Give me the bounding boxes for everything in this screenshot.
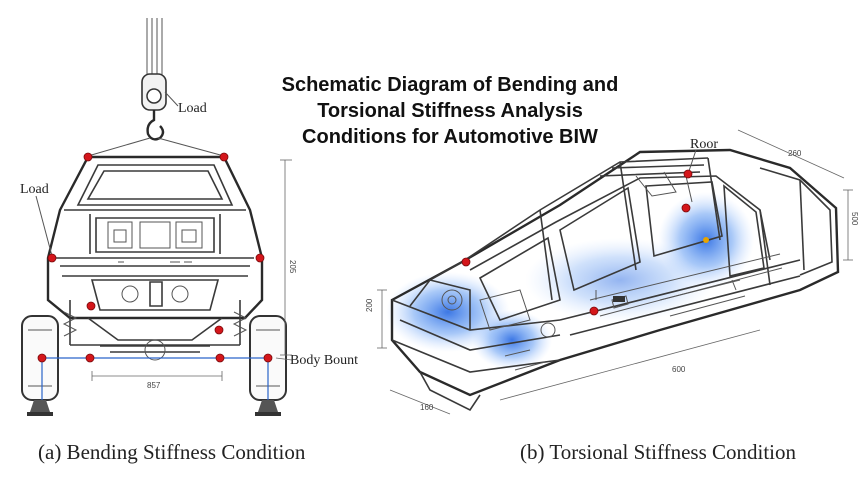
dim-roof-length: 260 <box>788 149 802 158</box>
mount-node <box>255 253 265 263</box>
dim-rear-height: 500 <box>850 212 859 226</box>
constraint-node <box>461 257 471 267</box>
diagram-title: Schematic Diagram of Bending and Torsion… <box>225 72 675 150</box>
caption-panel-a: (a) Bending Stiffness Condition <box>38 440 306 464</box>
dim-length: 600 <box>672 365 686 374</box>
label-load-top: Load <box>178 101 207 116</box>
biw-front-view <box>46 155 264 320</box>
label-roof: Roor <box>690 137 718 152</box>
title-line-1: Schematic Diagram of Bending and <box>281 74 619 96</box>
panel-b-nodes <box>461 169 693 316</box>
mount-node <box>86 301 96 311</box>
roof-node <box>683 169 693 179</box>
label-load-left: Load <box>20 182 49 197</box>
title-line-3: Conditions for Automotive BIW <box>302 126 598 148</box>
crane-hook <box>87 18 225 157</box>
panel-a-drawing <box>21 18 293 416</box>
ground-supports <box>27 400 281 416</box>
constraint-node <box>681 203 691 213</box>
body-mount-node <box>215 353 225 363</box>
caption-panel-b: (b) Torsional Stiffness Condition <box>520 440 797 464</box>
dimension-lines-b <box>377 129 853 415</box>
leader-load-left <box>35 195 53 257</box>
dim-front-height: 200 <box>365 298 374 312</box>
load-node <box>219 152 229 162</box>
dim-width-a: 857 <box>147 381 161 390</box>
biw-iso-view <box>390 148 840 412</box>
dim-height-a: 205 <box>288 260 297 274</box>
body-mount-node <box>37 353 47 363</box>
dim-front-width: 160 <box>420 403 434 412</box>
load-node <box>83 152 93 162</box>
constraint-node <box>589 306 599 316</box>
label-body-mount: Body Bount <box>290 353 358 368</box>
stress-region-front <box>472 310 552 370</box>
dimension-lines-a <box>91 159 293 381</box>
mount-node <box>214 325 224 335</box>
body-mount-node <box>263 353 273 363</box>
stress-region-floor <box>525 238 715 322</box>
panel-a-nodes <box>37 152 273 363</box>
suspension <box>62 300 248 361</box>
mount-node <box>47 253 57 263</box>
constraint-lines <box>41 357 269 400</box>
title-line-2: Torsional Stiffness Analysis <box>317 100 583 122</box>
panel-b-drawing <box>377 129 853 415</box>
body-mount-node <box>85 353 95 363</box>
